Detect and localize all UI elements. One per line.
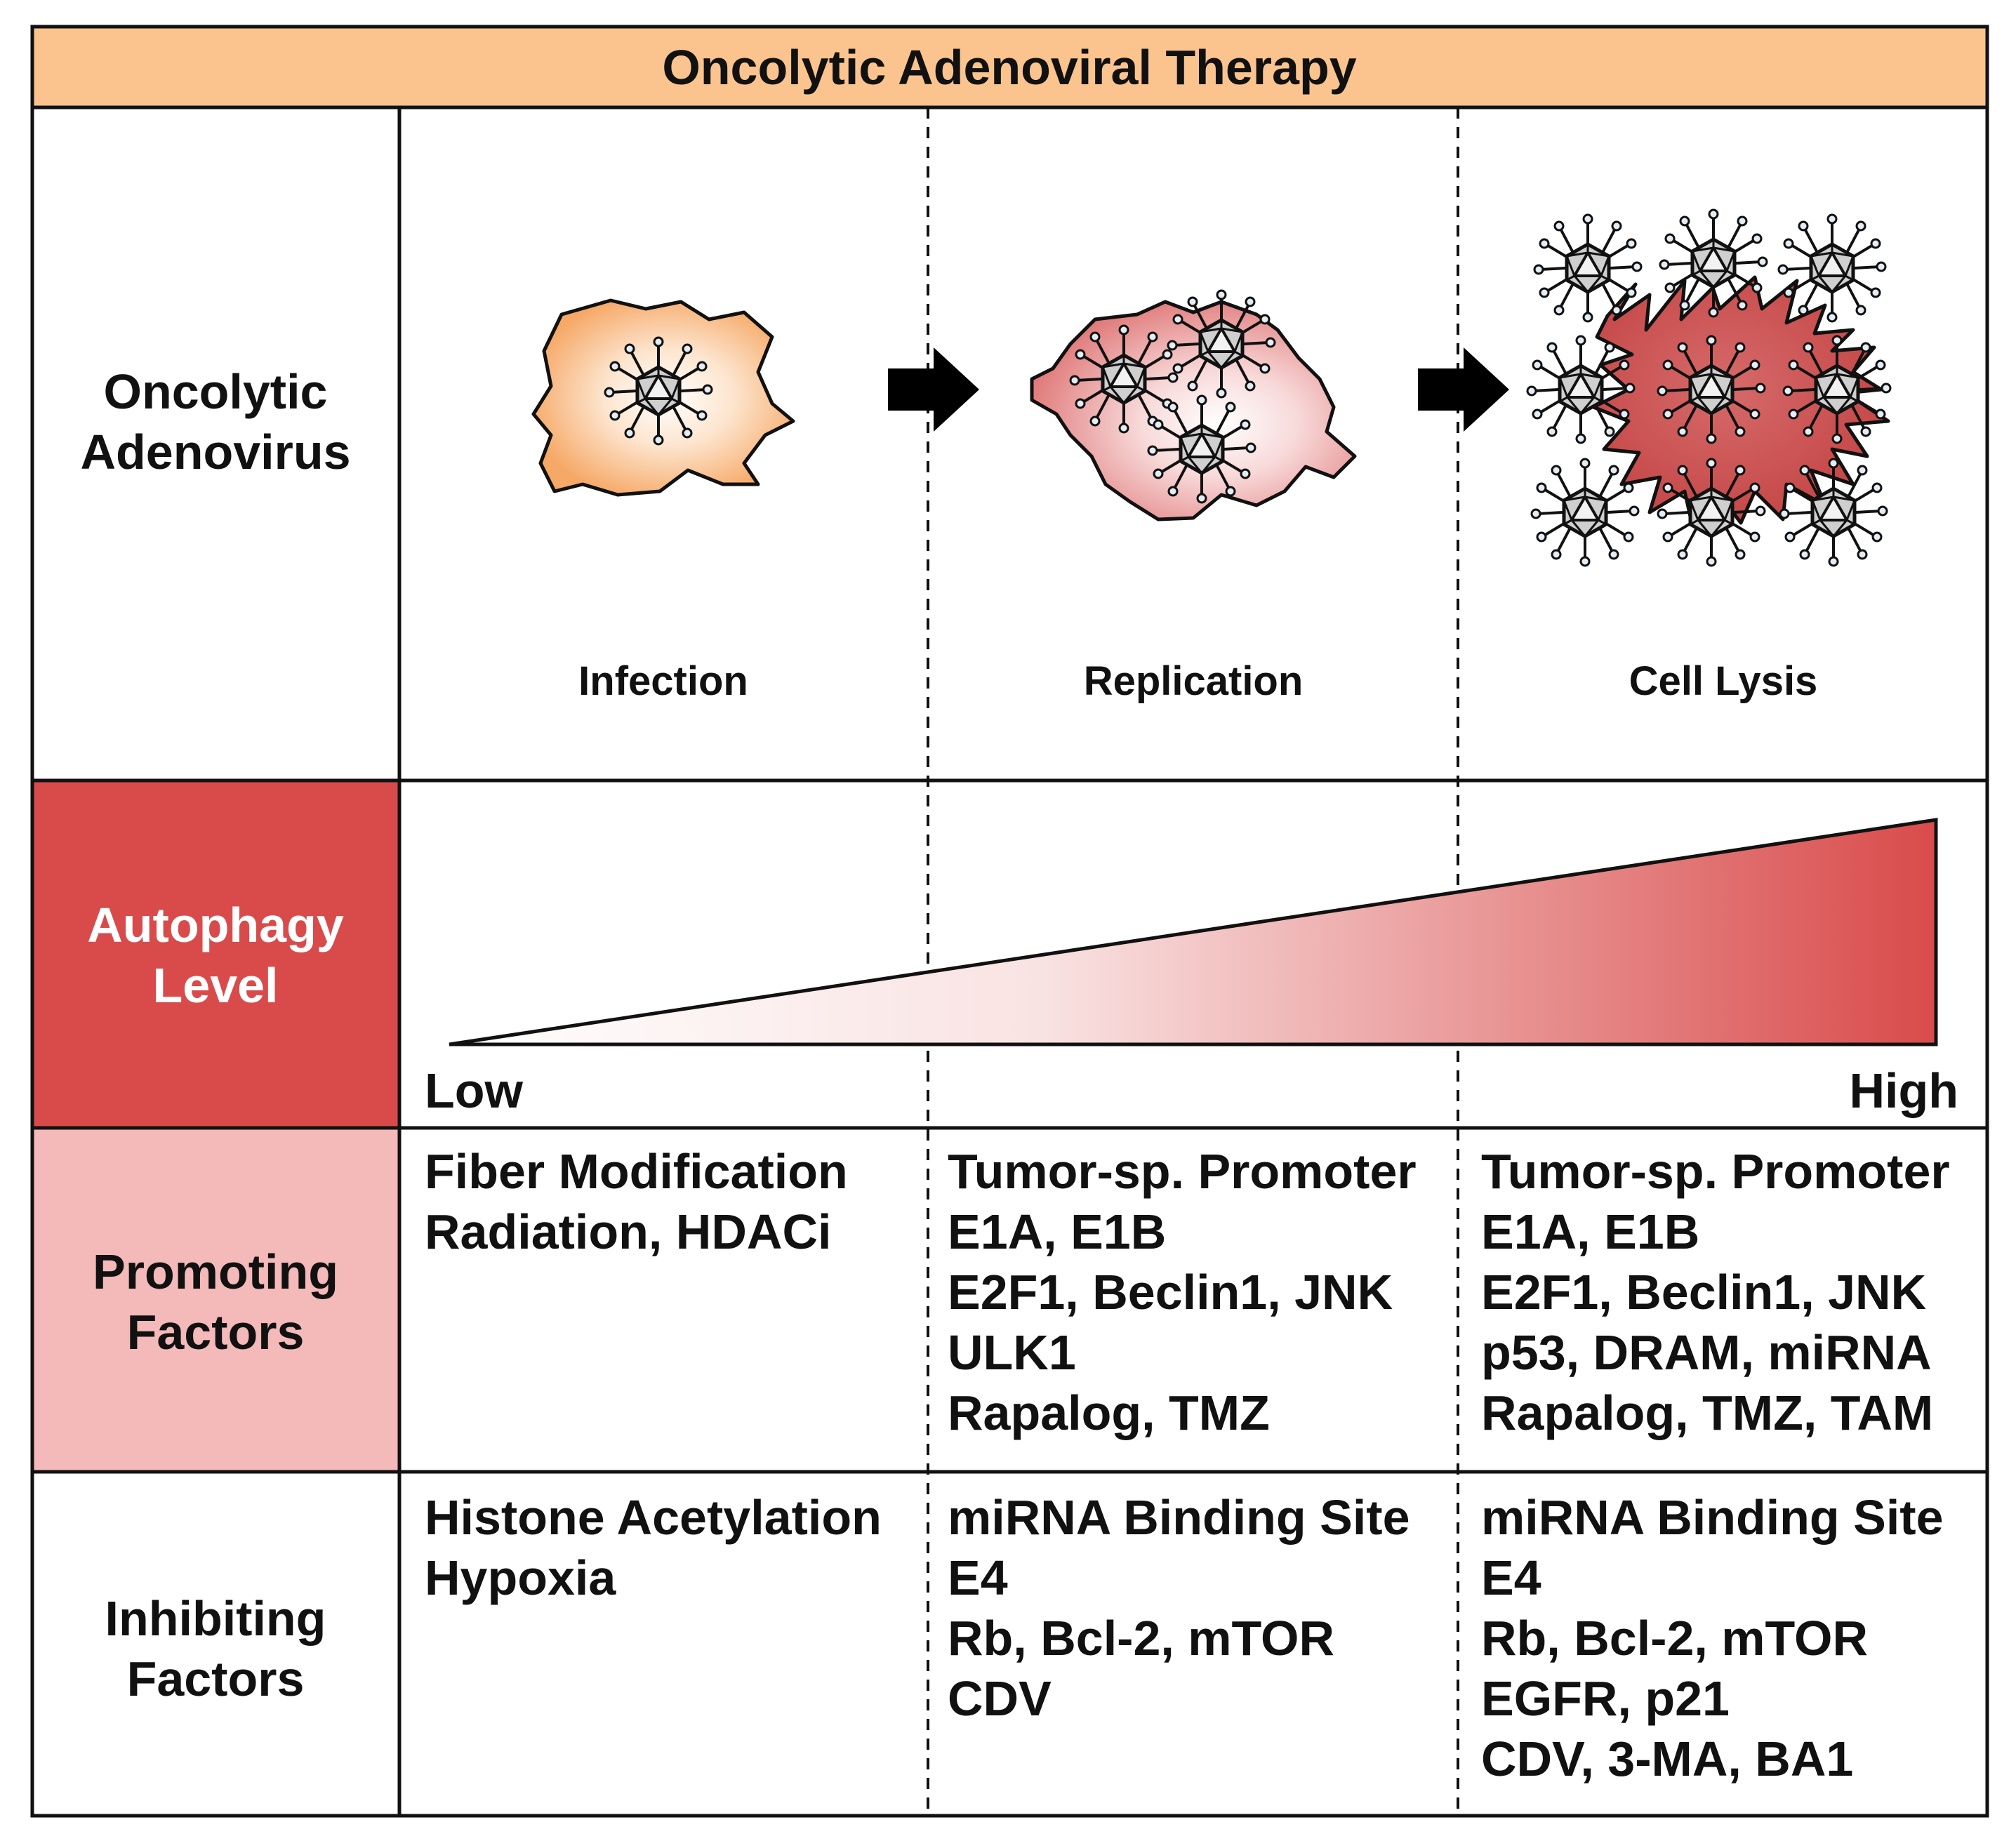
row-label-inhibiting-2: Factors <box>127 1651 305 1706</box>
row-label-promoting-1: Promoting <box>93 1244 338 1299</box>
factor-item: miRNA Binding Site <box>948 1490 1410 1545</box>
factor-item: Fiber Modification <box>425 1144 848 1199</box>
diagram-title: Oncolytic Adenoviral Therapy <box>662 40 1356 95</box>
factor-item: E4 <box>948 1550 1008 1605</box>
replication-cell <box>1030 300 1357 521</box>
factor-item: E2F1, Beclin1, JNK <box>1481 1265 1926 1320</box>
stage-label-cell-lysis: Cell Lysis <box>1629 658 1818 704</box>
stage-label-replication: Replication <box>1084 658 1304 704</box>
factor-item: miRNA Binding Site <box>1481 1490 1944 1545</box>
factor-item: EGFR, p21 <box>1481 1671 1730 1726</box>
inhibiting-factors-replication: miRNA Binding Site E4 Rb, Bcl-2, mTOR CD… <box>948 1490 1410 1726</box>
lysed-cell <box>1591 275 1890 525</box>
promoting-row-cell <box>32 1128 399 1472</box>
gradient-high-label: High <box>1849 1063 1958 1118</box>
factor-item: p53, DRAM, miRNA <box>1481 1325 1932 1380</box>
stage-label-infection: Infection <box>578 658 748 704</box>
factor-item: CDV <box>948 1671 1052 1726</box>
autophagy-gradient-triangle <box>449 818 1938 1046</box>
factor-item: E4 <box>1481 1550 1541 1605</box>
adenovirus-icon <box>1532 459 1638 566</box>
factor-item: ULK1 <box>948 1325 1076 1380</box>
row-label-autophagy-2: Level <box>153 958 279 1013</box>
inhibiting-factors-lysis: miRNA Binding Site E4 Rb, Bcl-2, mTOR EG… <box>1481 1490 1944 1786</box>
adenovirus-icon <box>1527 336 1634 443</box>
factor-item: Rapalog, TMZ <box>948 1385 1270 1440</box>
promoting-factors-infection: Fiber Modification Radiation, HDACi <box>425 1144 848 1259</box>
row-label-virus-2: Adenovirus <box>80 425 350 479</box>
gradient-low-label: Low <box>425 1063 524 1118</box>
arrow-right-icon <box>1418 347 1509 432</box>
row-label-inhibiting-1: Inhibiting <box>105 1591 326 1646</box>
factor-item: E1A, E1B <box>1481 1204 1699 1259</box>
factor-item: Rapalog, TMZ, TAM <box>1481 1385 1933 1440</box>
row-label-virus-1: Oncolytic <box>104 364 328 419</box>
factor-item: E2F1, Beclin1, JNK <box>948 1265 1393 1320</box>
factor-item: Rb, Bcl-2, mTOR <box>1481 1611 1868 1666</box>
factor-item: E1A, E1B <box>948 1204 1166 1259</box>
factor-item: Tumor-sp. Promoter <box>1481 1144 1950 1199</box>
arrow-right-icon <box>888 347 979 432</box>
factor-item: CDV, 3-MA, BA1 <box>1481 1732 1853 1786</box>
promoting-factors-lysis: Tumor-sp. Promoter E1A, E1B E2F1, Beclin… <box>1481 1144 1950 1440</box>
adenovirus-icon <box>1779 215 1885 321</box>
autophagy-row-cell <box>32 780 399 1128</box>
factor-item: Hypoxia <box>425 1550 616 1605</box>
promoting-factors-replication: Tumor-sp. Promoter E1A, E1B E2F1, Beclin… <box>948 1144 1417 1440</box>
factor-item: Tumor-sp. Promoter <box>948 1144 1417 1199</box>
factor-item: Rb, Bcl-2, mTOR <box>948 1611 1334 1666</box>
inhibiting-factors-infection: Histone Acetylation Hypoxia <box>425 1490 882 1605</box>
row-label-promoting-2: Factors <box>127 1305 305 1360</box>
factor-item: Radiation, HDACi <box>425 1204 831 1259</box>
title-band <box>32 27 1987 107</box>
adenovirus-icon <box>1534 215 1641 321</box>
row-label-autophagy-1: Autophagy <box>87 898 344 952</box>
factor-item: Histone Acetylation <box>425 1490 882 1545</box>
